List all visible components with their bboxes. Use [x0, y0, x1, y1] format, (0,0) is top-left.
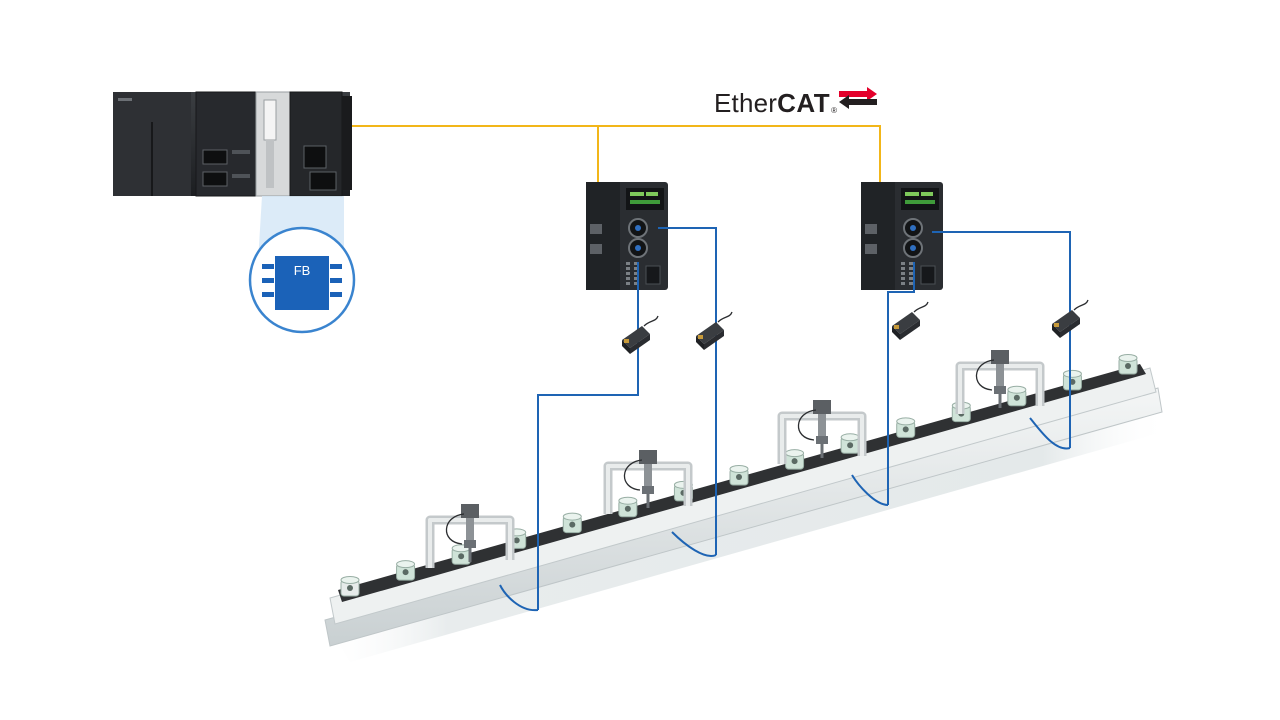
sensor-cable-4-tail: [1029, 417, 1071, 450]
pallet: [1062, 369, 1082, 391]
sensor-cable-2-tail: [671, 531, 717, 557]
sensor-head: [622, 315, 659, 354]
sensor-head: [892, 301, 929, 340]
sensor-cable-2: [658, 227, 717, 555]
conveyor-side-plate: [329, 367, 1157, 625]
sensor-cable-3-tail: [851, 474, 889, 506]
sensor-amplifier: [861, 182, 943, 290]
pallet: [1118, 354, 1138, 375]
pallet: [396, 560, 416, 581]
pallet: [840, 433, 860, 454]
pallet: [340, 576, 360, 597]
pallet: [618, 496, 638, 518]
sensor-head: [1052, 299, 1089, 338]
pallet: [1007, 385, 1027, 407]
pallet: [729, 465, 749, 486]
sensor-heads: [622, 299, 1089, 354]
fb-callout: FB: [248, 196, 356, 334]
inspection-station: [425, 504, 515, 568]
pallet: [896, 417, 916, 438]
inspection-station: [955, 350, 1045, 414]
sensor-amplifiers: [586, 182, 943, 290]
sensor-cable-1: [537, 262, 639, 610]
conveyor-line: [320, 354, 1170, 662]
ethercat-logo-prefix: Ether: [714, 87, 778, 118]
ethercat-logo-bold: CAT: [777, 87, 831, 118]
inspection-station: [603, 450, 693, 514]
ethercat-cable: [352, 125, 881, 186]
inspection-stations: [425, 350, 1045, 568]
sensor-cable-1-tail: [499, 584, 539, 612]
inspection-station: [777, 400, 867, 464]
chip-icon: [262, 256, 342, 310]
pallet: [562, 512, 582, 534]
sensor-cable-3: [887, 262, 915, 505]
sensor-cable-4: [932, 231, 1071, 448]
ethercat-arrows-icon: [839, 87, 878, 109]
registered-mark: ®: [831, 105, 838, 115]
sensor-cables: [499, 227, 1071, 612]
plc-controller: [113, 91, 352, 197]
fb-label: FB: [294, 263, 311, 278]
sensor-head: [696, 311, 733, 350]
pallet: [785, 449, 805, 470]
sensor-amplifier: [586, 182, 668, 290]
pallet-group: [340, 354, 1138, 597]
